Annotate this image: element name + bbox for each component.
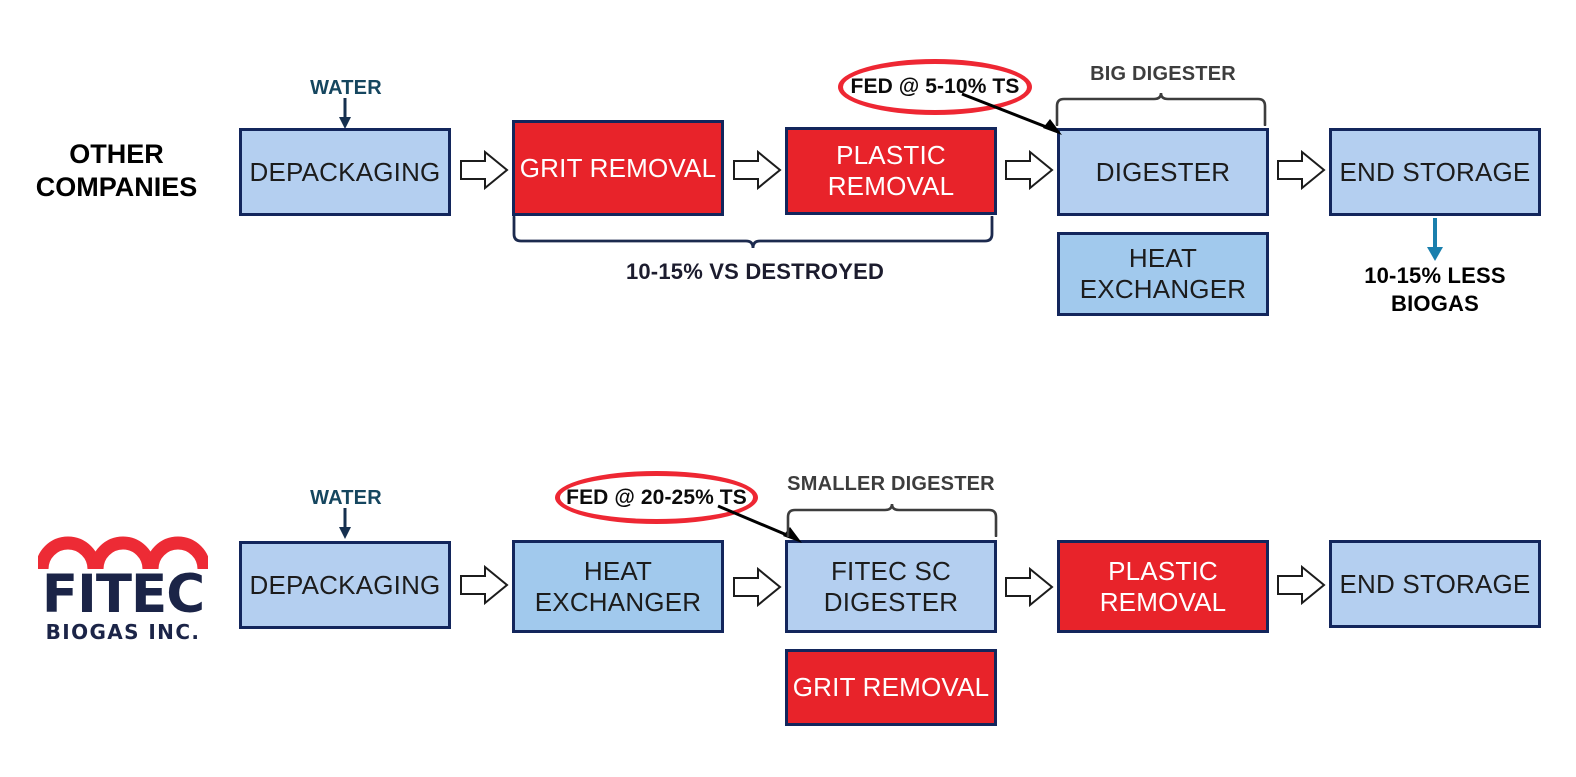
row-label-other-companies: OTHER COMPANIES — [35, 139, 198, 202]
flow-arrow-1-top-icon — [460, 150, 509, 190]
bracket-label-smaller-digester: SMALLER DIGESTER — [787, 473, 995, 495]
bracket-vs-destroyed-icon — [512, 216, 994, 249]
water-label-bottom: WATER — [310, 487, 382, 509]
fitec-subline: BIOGAS INC. — [45, 619, 201, 644]
flow-arrow-4-bottom-icon — [1277, 565, 1326, 605]
box-fitec-sc-digester[interactable]: FITEC SC DIGESTER — [785, 540, 997, 633]
callout-fed-ts-bottom-label: FED @ 20-25% TS — [566, 485, 747, 509]
flow-arrow-2-bottom-icon — [733, 567, 782, 607]
callout-fed-ts-bottom[interactable]: FED @ 20-25% TS — [555, 471, 758, 524]
water-label-top: WATER — [310, 77, 382, 99]
flow-arrow-3-bottom-icon — [1005, 567, 1054, 607]
bracket-smaller-digester-icon — [786, 503, 998, 537]
box-end-storage-bottom[interactable]: END STORAGE — [1329, 540, 1541, 628]
bracket-label-vs-destroyed: 10-15% VS DESTROYED — [625, 259, 885, 284]
box-depackaging-top[interactable]: DEPACKAGING — [239, 128, 451, 216]
callout-pointer-top-icon — [961, 92, 1062, 135]
flow-arrow-4-top-icon — [1277, 150, 1326, 190]
bracket-big-digester-icon — [1055, 92, 1267, 126]
callout-fed-ts-top[interactable]: FED @ 5-10% TS — [838, 59, 1032, 115]
biogas-arrow-icon — [1427, 218, 1443, 261]
box-heat-exchanger-top[interactable]: HEAT EXCHANGER — [1057, 232, 1269, 316]
bracket-label-big-digester: BIG DIGESTER — [1090, 63, 1236, 85]
flow-arrow-3-top-icon — [1005, 150, 1054, 190]
box-grit-removal-bottom[interactable]: GRIT REMOVAL — [785, 649, 997, 726]
water-arrow-top-icon — [339, 98, 351, 129]
fitec-arcs-icon — [38, 536, 208, 570]
box-depackaging-bottom[interactable]: DEPACKAGING — [239, 541, 451, 629]
flow-arrow-1-bottom-icon — [460, 565, 509, 605]
fitec-logo: FITEC BIOGAS INC. — [38, 533, 208, 645]
callout-fed-ts-top-label: FED @ 5-10% TS — [850, 75, 1020, 98]
water-arrow-bottom-icon — [339, 508, 351, 539]
box-heat-exchanger-bottom[interactable]: HEAT EXCHANGER — [512, 540, 724, 633]
fitec-wordmark: FITEC — [41, 564, 205, 625]
box-grit-removal-top[interactable]: GRIT REMOVAL — [512, 120, 724, 216]
outcome-label-less-biogas: 10-15% LESS BIOGAS — [1364, 263, 1506, 316]
flow-arrow-2-top-icon — [733, 150, 782, 190]
box-plastic-removal-top[interactable]: PLASTIC REMOVAL — [785, 127, 997, 215]
box-digester-top[interactable]: DIGESTER — [1057, 128, 1269, 216]
box-end-storage-top[interactable]: END STORAGE — [1329, 128, 1541, 216]
box-plastic-removal-bottom[interactable]: PLASTIC REMOVAL — [1057, 540, 1269, 633]
